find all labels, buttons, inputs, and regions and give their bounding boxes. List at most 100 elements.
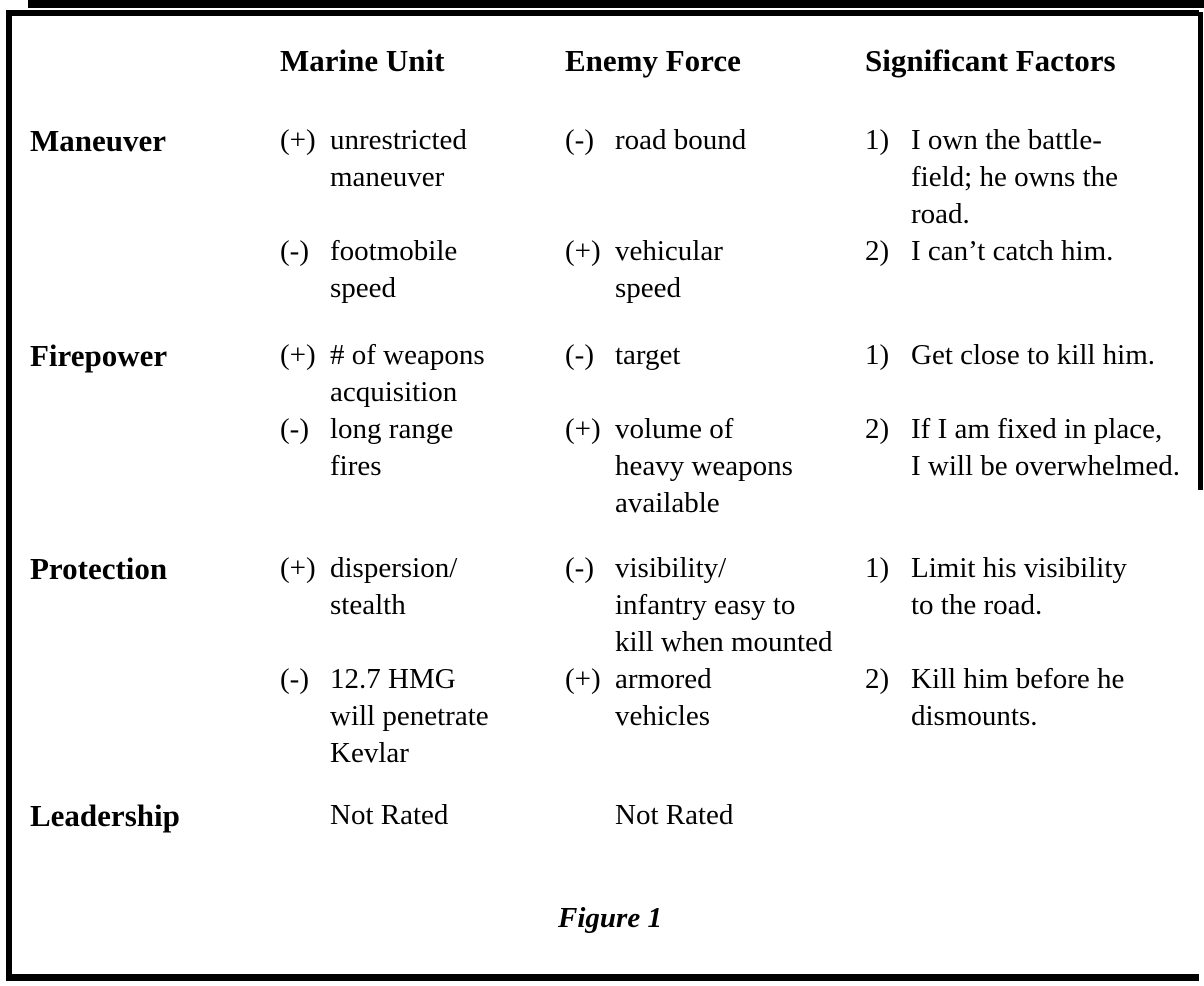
entry-text: I can’t catch him.: [911, 233, 1190, 270]
entry-text-line: I will be overwhelmed.: [911, 450, 1180, 482]
rating-sign: (+): [280, 124, 316, 156]
rating-sign: (+): [280, 339, 316, 371]
entry-text-line: available: [615, 487, 720, 519]
factor-number: 2): [865, 235, 890, 267]
row-label: Protection: [30, 551, 168, 586]
entry-text-line: road.: [911, 198, 970, 230]
entry-text-line: volume of: [615, 413, 734, 445]
factors-cell-entry: 2)If I am fixed in place,I will be overw…: [865, 411, 1190, 522]
enemy-cell-entry: (+) armored vehicles: [565, 661, 865, 772]
scan-edge-bar: [28, 0, 1204, 8]
entry-text-line: fires: [330, 450, 382, 482]
rating-sign: (+): [565, 663, 601, 695]
rating-sign: (-): [280, 663, 309, 695]
table-border-frame: [6, 10, 1199, 981]
entry-text-line: stealth: [330, 589, 406, 621]
entry-text: If I am fixed in place, I will be overwhe…: [911, 411, 1190, 485]
factors-cell-entry: 1) Get close to kill him.: [865, 337, 1190, 411]
entry-text: long range fires: [330, 411, 565, 485]
entry-text-line: Get close to kill him.: [911, 339, 1156, 371]
factors-cell-entry: 2) Kill him before he dismounts.: [865, 661, 1190, 772]
entry-text-line: acquisition: [330, 376, 458, 408]
entry-text-line: dismounts.: [911, 700, 1038, 732]
entry-text-line: heavy weapons: [615, 450, 793, 482]
factor-number: 1): [865, 552, 890, 584]
enemy-cell-entry: (-) visibility/infantry easy to kill when …: [565, 550, 865, 661]
entry-text-line: I own the battle-: [911, 124, 1102, 156]
column-header-enemy-force: Enemy Force: [565, 43, 741, 78]
rating-sign: (+): [565, 413, 601, 445]
entry-text: Get close to kill him.: [911, 337, 1190, 374]
entry-text: vehicular speed: [615, 233, 865, 307]
factors-cell-entry: 2) I can’t catch him.: [865, 233, 1190, 307]
factor-number: 1): [865, 339, 890, 371]
marine-cell-entry: (-) footmobile speed: [280, 233, 565, 307]
figure-caption: Figure 1: [558, 902, 662, 934]
entry-text-line: Not Rated: [615, 799, 734, 831]
header-spacer-cell: [30, 40, 280, 82]
marine-cell-entry: Not Rated: [280, 797, 565, 834]
table-row-leadership: Leadership Not Rated Not Rated: [30, 797, 1190, 834]
entry-text-line: vehicles: [615, 700, 711, 732]
enemy-cell-entry: (+) volume of heavy weapons available: [565, 411, 865, 522]
entry-text: visibility/infantry easy to kill when mou…: [615, 550, 865, 661]
entry-text-line: speed: [615, 272, 682, 304]
entry-text-line: to the road.: [911, 589, 1043, 621]
entry-text: dispersion/stealth: [330, 550, 565, 624]
entry-text: Limit his visibility to the road.: [911, 550, 1190, 624]
marine-cell-entry: (-) long range fires: [280, 411, 565, 522]
entry-text-line: vehicular: [615, 235, 723, 267]
entry-text: Not Rated: [330, 797, 565, 834]
entry-text: armored vehicles: [615, 661, 865, 735]
entry-text-line: infantry easy to: [615, 589, 796, 621]
rating-sign: (-): [280, 235, 309, 267]
entry-text-line: Kill him before he: [911, 663, 1125, 695]
rating-sign: (-): [565, 552, 594, 584]
entry-text-line: armored: [615, 663, 712, 695]
table-border-right-segment: [1198, 12, 1203, 490]
entry-text-line: will penetrate: [330, 700, 489, 732]
rating-sign: (-): [280, 413, 309, 445]
entry-text-line: footmobile: [330, 235, 458, 267]
entry-text-line: road bound: [615, 124, 747, 156]
entry-text-line: Limit his visibility: [911, 552, 1127, 584]
entry-text-line: target: [615, 339, 681, 371]
entry-text-line: visibility/: [615, 552, 727, 584]
entry-text-line: speed: [330, 272, 397, 304]
row-label: Leadership: [30, 798, 180, 833]
rating-sign: (-): [565, 124, 594, 156]
entry-text: Not Rated: [615, 797, 865, 834]
factors-cell-entry: 1) Limit his visibility to the road.: [865, 550, 1190, 661]
entry-text-line: 12.7 HMG: [330, 663, 456, 695]
capabilities-comparison-table: Marine Unit Enemy Force Significant Fact…: [30, 40, 1190, 935]
entry-text-line: Kevlar: [330, 737, 409, 769]
rating-sign: (-): [565, 339, 594, 371]
entry-text: volume of heavy weapons available: [615, 411, 865, 522]
row-label: Maneuver: [30, 123, 167, 158]
entry-text: Kill him before he dismounts.: [911, 661, 1190, 735]
rating-sign: (+): [280, 552, 316, 584]
table-row-protection: Protection(+)dispersion/stealth(-)12.7 H…: [30, 550, 1190, 772]
entry-text-line: kill when mounted: [615, 626, 833, 658]
entry-text-line: dispersion/: [330, 552, 458, 584]
factor-number: 1): [865, 124, 890, 156]
enemy-cell-entry: Not Rated: [565, 797, 865, 834]
entry-text-line: If I am fixed in place,: [911, 413, 1163, 445]
entry-text-line: long range: [330, 413, 454, 445]
entry-text-line: Not Rated: [330, 799, 449, 831]
entry-text-line: unrestricted: [330, 124, 467, 156]
factor-number: 2): [865, 663, 890, 695]
enemy-cell-entry: (-) target: [565, 337, 865, 411]
rating-sign: (+): [565, 235, 601, 267]
row-label: Firepower: [30, 338, 168, 373]
